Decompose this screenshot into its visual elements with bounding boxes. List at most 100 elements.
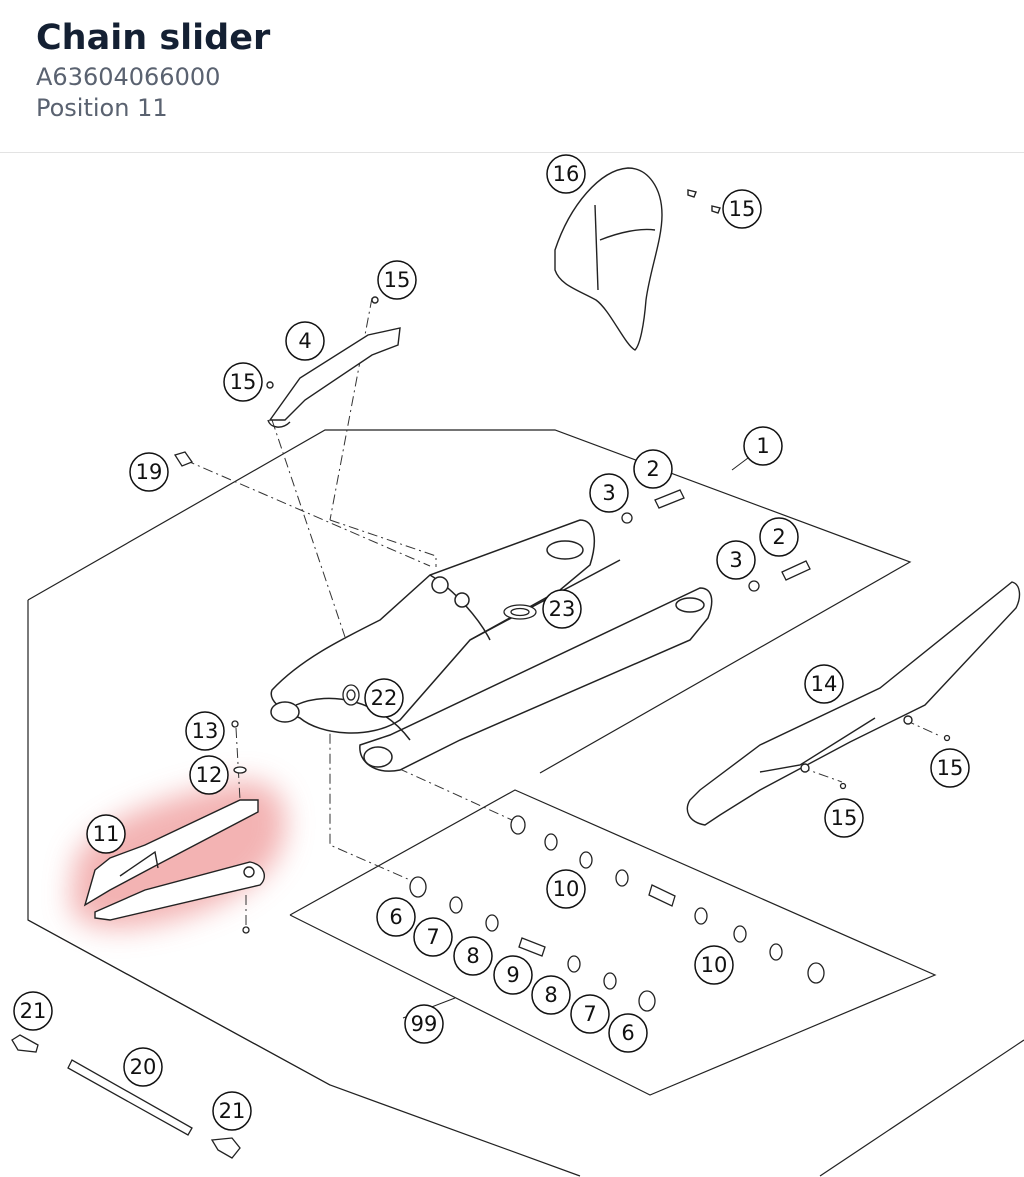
callout-label: 23 <box>549 597 576 621</box>
callout-19[interactable]: 19 <box>129 452 169 492</box>
callout-11[interactable]: 11 <box>86 814 126 854</box>
callout-circle <box>129 452 169 492</box>
callout-2[interactable]: 2 <box>633 449 673 489</box>
callout-circle <box>86 814 126 854</box>
callout-16[interactable]: 16 <box>546 154 586 194</box>
bearing-kit-frame <box>289 789 937 1096</box>
callout-circle <box>364 678 404 718</box>
callout-10[interactable]: 10 <box>694 945 734 985</box>
callout-circle <box>189 755 229 795</box>
callout-10[interactable]: 10 <box>546 869 586 909</box>
callout-15[interactable]: 15 <box>223 362 263 402</box>
part-number: A63604066000 <box>36 63 221 91</box>
callout-label: 13 <box>192 719 219 743</box>
callout-12[interactable]: 12 <box>189 755 229 795</box>
callout-21[interactable]: 21 <box>212 1091 252 1131</box>
callout-circle <box>716 540 756 580</box>
callout-21[interactable]: 21 <box>13 991 53 1031</box>
callout-circle <box>570 994 610 1034</box>
callout-circle <box>608 1013 648 1053</box>
callout-label: 7 <box>426 925 439 949</box>
callout-13[interactable]: 13 <box>185 711 225 751</box>
chain-slider <box>83 799 266 921</box>
page-title: Chain slider <box>36 18 271 58</box>
callout-circle <box>377 260 417 300</box>
header: Chain slider A63604066000 Position 11 <box>0 0 1024 152</box>
callout-circle <box>694 945 734 985</box>
callout-label: 10 <box>553 877 580 901</box>
callout-label: 8 <box>544 983 557 1007</box>
callout-circle <box>824 798 864 838</box>
callout-label: 3 <box>729 548 742 572</box>
callout-circle <box>123 1047 163 1087</box>
hardware <box>11 451 951 1159</box>
callout-circle <box>722 189 762 229</box>
assembly-frame <box>27 429 1024 1177</box>
callout-label: 12 <box>196 763 223 787</box>
callout-circle <box>759 517 799 557</box>
callout-2[interactable]: 2 <box>759 517 799 557</box>
callout-circle <box>13 991 53 1031</box>
callout-20[interactable]: 20 <box>123 1047 163 1087</box>
callout-circle <box>633 449 673 489</box>
callout-7[interactable]: 7 <box>570 994 610 1034</box>
callout-6[interactable]: 6 <box>376 897 416 937</box>
callout-8[interactable]: 8 <box>531 975 571 1015</box>
callout-15[interactable]: 15 <box>377 260 417 300</box>
callout-circle <box>589 473 629 513</box>
callout-14[interactable]: 14 <box>804 664 844 704</box>
callout-label: 15 <box>831 806 858 830</box>
callout-label: 15 <box>384 268 411 292</box>
callout-circle <box>376 897 416 937</box>
callout-4[interactable]: 4 <box>285 321 325 361</box>
callout-99[interactable]: 99 <box>404 1004 444 1044</box>
callout-label: 22 <box>371 686 398 710</box>
callout-circle <box>285 321 325 361</box>
callout-label: 15 <box>937 756 964 780</box>
callout-circle <box>223 362 263 402</box>
callout-label: 3 <box>602 481 615 505</box>
callout-label: 10 <box>701 953 728 977</box>
callout-8[interactable]: 8 <box>453 936 493 976</box>
callout-label: 4 <box>298 329 311 353</box>
callout-circle <box>542 589 582 629</box>
swingarm <box>270 519 713 772</box>
callout-15[interactable]: 15 <box>722 189 762 229</box>
chain-guide <box>266 296 401 428</box>
callout-circle <box>743 426 783 466</box>
callout-3[interactable]: 3 <box>589 473 629 513</box>
bearing-kit-parts <box>409 815 825 1012</box>
callout-label: 99 <box>411 1012 438 1036</box>
callout-label: 8 <box>466 944 479 968</box>
callout-label: 14 <box>811 672 838 696</box>
callout-label: 2 <box>772 525 785 549</box>
callout-15[interactable]: 15 <box>824 798 864 838</box>
callout-label: 9 <box>506 963 519 987</box>
callout-circle <box>546 869 586 909</box>
callout-label: 11 <box>93 822 120 846</box>
position-label: Position 11 <box>36 94 168 122</box>
callout-3[interactable]: 3 <box>716 540 756 580</box>
header-divider <box>0 152 1024 153</box>
callout-7[interactable]: 7 <box>413 917 453 957</box>
callout-circle <box>185 711 225 751</box>
callout-1[interactable]: 1 <box>743 426 783 466</box>
callout-label: 21 <box>20 999 47 1023</box>
callout-label: 6 <box>389 905 402 929</box>
callout-circle <box>804 664 844 704</box>
callout-circle <box>212 1091 252 1131</box>
callout-circle <box>546 154 586 194</box>
callout-6[interactable]: 6 <box>608 1013 648 1053</box>
callout-9[interactable]: 9 <box>493 955 533 995</box>
callout-23[interactable]: 23 <box>542 589 582 629</box>
callout-label: 21 <box>219 1099 246 1123</box>
callout-label: 15 <box>729 197 756 221</box>
chain-guard <box>686 581 1021 826</box>
callout-circle <box>930 748 970 788</box>
callout-label: 19 <box>136 460 163 484</box>
callout-circle <box>453 936 493 976</box>
callout-15[interactable]: 15 <box>930 748 970 788</box>
callout-circle <box>531 975 571 1015</box>
callout-22[interactable]: 22 <box>364 678 404 718</box>
